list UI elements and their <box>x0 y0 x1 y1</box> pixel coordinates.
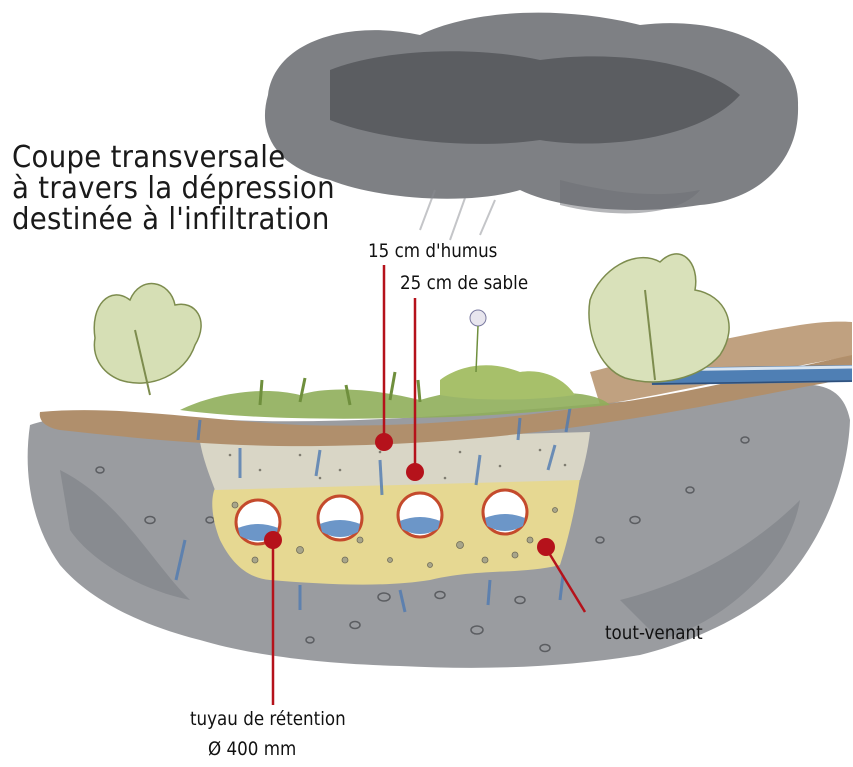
label-humus: 15 cm d'humus <box>368 240 497 262</box>
humus-marker-dot <box>375 433 393 451</box>
label-tuyau-line-2: Ø 400 mm <box>208 738 296 760</box>
label-sable: 25 cm de sable <box>400 272 528 294</box>
title-line-2: à travers la dépression <box>12 173 335 204</box>
diagram-title: Coupe transversale à travers la dépressi… <box>12 142 335 235</box>
title-line-1: Coupe transversale <box>12 142 335 173</box>
rain-cloud <box>265 13 798 240</box>
label-tuyau-line-1: tuyau de rétention <box>190 708 346 730</box>
tout-venant-marker-dot <box>537 538 555 556</box>
tuyau-marker-dot <box>264 531 282 549</box>
label-tout-venant: tout-venant <box>605 622 703 644</box>
sable-marker-dot <box>406 463 424 481</box>
title-line-3: destinée à l'infiltration <box>12 204 335 235</box>
